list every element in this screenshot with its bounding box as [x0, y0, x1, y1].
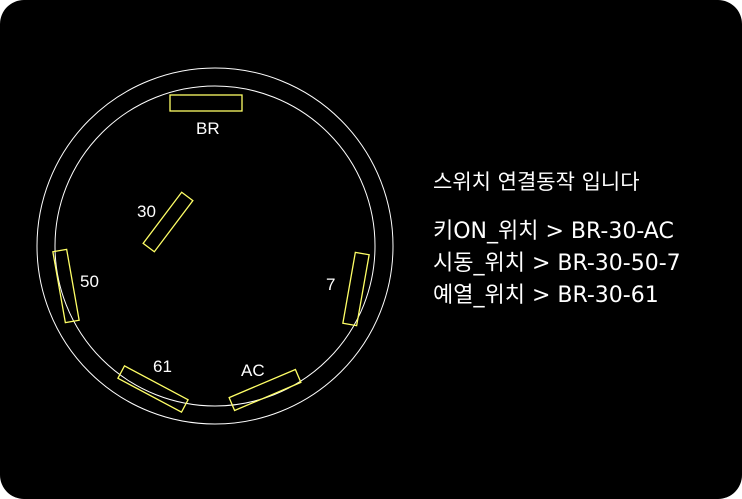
terminal-br-pad [169, 94, 243, 112]
terminal-61: 61 [117, 357, 189, 413]
terminal-ac-label: AC [241, 361, 265, 380]
note-line-preheat: 예열_위치 > BR-30-61 [433, 283, 659, 308]
terminal-50: 50 [52, 248, 99, 324]
terminal-61-pad [117, 365, 189, 413]
terminal-ac-pad [228, 368, 302, 412]
terminal-br: BR [169, 94, 243, 138]
terminal-61-label: 61 [153, 357, 172, 376]
terminal-7-label: 7 [326, 275, 335, 294]
terminal-br-label: BR [196, 119, 220, 138]
notes-title: 스위치 연결동작 입니다 [433, 170, 640, 194]
outer-ring [36, 67, 394, 425]
terminal-30-pad [142, 191, 194, 253]
note-line-start: 시동_위치 > BR-30-50-7 [433, 251, 681, 276]
note-line-key-on: 키ON_위치 > BR-30-AC [433, 219, 674, 244]
terminal-30-label: 30 [137, 202, 156, 221]
terminal-50-pad [52, 248, 80, 324]
terminal-ac: AC [228, 361, 302, 412]
terminal-30: 30 [137, 191, 194, 253]
terminal-7: 7 [326, 251, 370, 327]
inner-ring [54, 85, 376, 407]
terminal-7-pad [342, 251, 370, 327]
terminal-50-label: 50 [80, 272, 99, 291]
